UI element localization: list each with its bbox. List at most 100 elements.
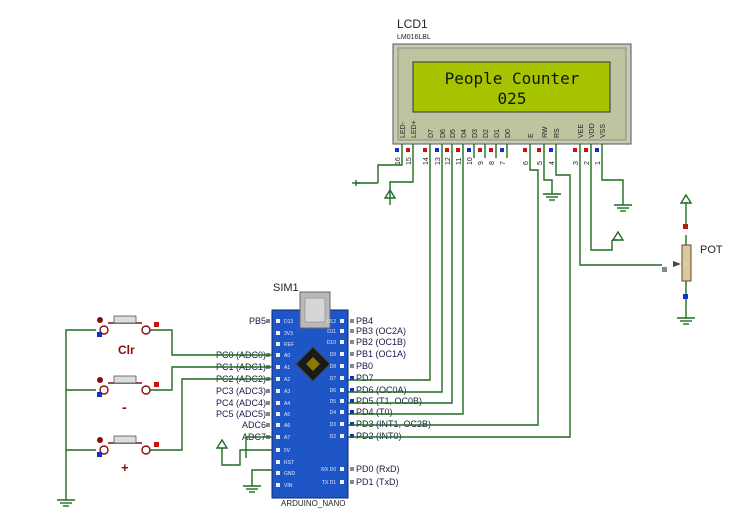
arduino-header-pin — [340, 399, 344, 403]
lcd-pin-label: D0 — [505, 129, 512, 138]
arduino-header-pin — [276, 319, 280, 323]
lcd-pin-label: LED- — [400, 121, 407, 138]
arduino-right-label: PB1 (OC1A) — [356, 349, 406, 359]
arduino-header-pin — [276, 353, 280, 357]
arduino-right-label: PD0 (RxD) — [356, 464, 400, 474]
lcd-pin-state — [406, 148, 410, 152]
pushbutton-cap — [113, 315, 137, 324]
arduino-right-label: PB4 — [356, 316, 373, 326]
lcd-pin-label: D6 — [440, 129, 447, 138]
arduino-inner-left-label: GND — [284, 471, 296, 477]
lcd-line-1: People Counter — [445, 69, 580, 88]
lcd-pin-state — [467, 148, 471, 152]
arduino-inner-left-label: A4 — [284, 401, 290, 407]
power-symbols — [57, 180, 695, 507]
arduino-inner-left-label: A7 — [284, 435, 290, 441]
arduino-inner-right-label: D8 — [330, 364, 337, 370]
arduino-header-pin — [276, 448, 280, 452]
arduino-header-pin — [340, 410, 344, 414]
arduino-left-label: PC4 (ADC4) — [216, 398, 266, 408]
arduino-right-pin — [350, 352, 354, 356]
power-5v-icon — [215, 438, 229, 449]
arduino-right-label: PB2 (OC1B) — [356, 337, 406, 347]
lcd-pin-label: RW — [542, 126, 549, 138]
arduino-right-pin — [350, 376, 354, 380]
arduino-header-pin — [340, 364, 344, 368]
arduino-left-pin — [266, 319, 270, 323]
button-label-plus: + — [121, 460, 129, 475]
lcd-pin-state — [584, 148, 588, 152]
arduino-inner-left-label: A0 — [284, 353, 290, 359]
lcd-pin-number: 8 — [489, 161, 496, 165]
wire-vee — [579, 158, 662, 266]
arduino-header-pin — [276, 412, 280, 416]
arduino-header-pin — [340, 376, 344, 380]
arduino-right-label: PD5 (T1, OC0B) — [356, 396, 422, 406]
arduino-header-pin — [276, 401, 280, 405]
arduino-header-pin — [340, 480, 344, 484]
pushbutton-minus[interactable]: - — [97, 375, 159, 415]
pushbutton-plus[interactable]: + — [97, 435, 159, 475]
arduino-left-pin — [266, 412, 270, 416]
power-led-icon — [383, 188, 397, 205]
lcd-pin-label: VSS — [600, 124, 607, 138]
arduino-header-pin — [340, 388, 344, 392]
arduino-inner-right-label: D9 — [330, 352, 337, 358]
pot-label: POT — [700, 244, 723, 256]
lcd-pin-number: 12 — [445, 157, 452, 165]
potentiometer[interactable]: POT — [662, 224, 723, 300]
lcd-pin-number: 7 — [500, 161, 507, 165]
lcd-pin-label: D5 — [450, 129, 457, 138]
pushbutton-clr[interactable]: Clr — [97, 315, 159, 357]
lcd-pin-number: 2 — [584, 161, 591, 165]
lcd-module[interactable]: LCD1 LM016LBL People Counter 025 LED-16L… — [392, 17, 632, 165]
lcd-pin-label: E — [528, 133, 535, 138]
wire-vdd — [590, 158, 613, 251]
arduino-right-label: PB3 (OC2A) — [356, 326, 406, 336]
arduino-header-pin — [276, 377, 280, 381]
arduino-inner-left-label: 3V3 — [284, 331, 293, 337]
arduino-header-pin — [276, 423, 280, 427]
wire-btn-clr — [150, 329, 272, 356]
arduino-header-pin — [276, 435, 280, 439]
lcd-pin-label: VDD — [589, 123, 596, 138]
arduino-right-pin — [350, 399, 354, 403]
arduino-inner-left-label: A6 — [284, 423, 290, 429]
lcd-line-2: 025 — [498, 89, 527, 108]
arduino-header-pin — [276, 342, 280, 346]
arduino-header-pin — [276, 460, 280, 464]
arduino-right-label: PD7 — [356, 373, 374, 383]
arduino-left-pin — [266, 423, 270, 427]
lcd-designator: LCD1 — [397, 17, 428, 31]
arduino-header-pin — [276, 331, 280, 335]
pot-wiper-arrow — [673, 261, 681, 267]
lcd-pin-state — [395, 148, 399, 152]
wire-d5 — [348, 158, 453, 404]
lcd-pin-state — [500, 148, 504, 152]
arduino-header-pin — [340, 340, 344, 344]
arduino-right-pin — [350, 340, 354, 344]
lcd-pin-state — [478, 148, 482, 152]
wire-d6 — [348, 158, 443, 393]
arduino-header-pin — [340, 467, 344, 471]
lcd-pin-number: 4 — [549, 161, 556, 165]
arduino-inner-left-label: VIN — [284, 483, 293, 489]
arduino-inner-left-label: REF — [284, 342, 294, 348]
arduino-inner-left-label: A5 — [284, 412, 290, 418]
lcd-pin-state — [537, 148, 541, 152]
wire-gnd — [251, 469, 272, 486]
wire-rw — [543, 158, 553, 188]
arduino-board — [271, 309, 349, 499]
arduino-left-label: PC3 (ADC3) — [216, 386, 266, 396]
lcd-pin-row: LED-16LED+15D714D613D512D411D310D29D18D0… — [395, 120, 607, 165]
lcd-pin-label: D7 — [428, 129, 435, 138]
pot-pin-top — [683, 224, 688, 229]
arduino-right-label: PD3 (INT1, OC2B) — [356, 419, 431, 429]
lcd-screen — [412, 61, 611, 113]
button-label-clr: Clr — [118, 343, 135, 357]
arduino-part-number: ARDUINO_NANO — [281, 499, 345, 508]
arduino-inner-left-label: A3 — [284, 389, 290, 395]
